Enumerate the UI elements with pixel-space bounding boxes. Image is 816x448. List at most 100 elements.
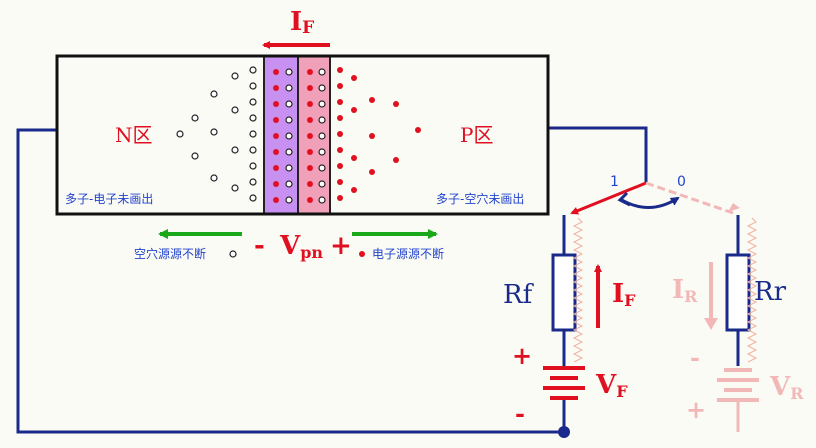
depletion-hole — [318, 116, 326, 124]
hole-dot — [191, 114, 199, 122]
hole-dot — [210, 90, 218, 98]
hole-dot — [249, 194, 257, 202]
depletion-electron — [307, 197, 313, 203]
hole-dot — [231, 72, 239, 80]
vf-minus: - — [515, 399, 525, 428]
electron-dot — [337, 147, 343, 153]
forward-branch: Rf IF + - VF — [503, 215, 636, 438]
depletion-hole — [285, 196, 293, 204]
resistor-rf — [551, 253, 577, 332]
depletion-electron — [307, 69, 313, 75]
switch-swing-arc — [621, 196, 680, 209]
battery-vf — [543, 366, 585, 400]
electron-dot — [351, 187, 357, 193]
depletion-hole — [318, 180, 326, 188]
electron-dot — [337, 131, 343, 137]
electron-dot — [393, 157, 399, 163]
resistor-rr — [725, 253, 751, 332]
depletion-ion — [273, 181, 279, 187]
hole-dot — [249, 162, 257, 170]
electron-dot — [337, 163, 343, 169]
hole-dot — [249, 98, 257, 106]
hole-dot — [191, 152, 199, 160]
depletion-hole — [285, 132, 293, 140]
junction-current-indicator: IF — [262, 7, 330, 49]
electron-dot — [369, 169, 375, 175]
electron-dot — [351, 75, 357, 81]
hole-marker — [229, 250, 237, 258]
depletion-hole — [318, 84, 326, 92]
hole-dot — [249, 130, 257, 138]
electron-dot — [337, 195, 343, 201]
electron-marker — [359, 251, 365, 257]
electron-dot — [415, 127, 421, 133]
hole-dot — [210, 174, 218, 182]
depletion-ion — [273, 197, 279, 203]
p-region-label: P区 — [460, 123, 493, 147]
vf-label: VF — [595, 370, 628, 401]
reverse-branch: Rr IR - + VR — [672, 215, 804, 432]
electron-dot — [393, 101, 399, 107]
depletion-hole — [285, 164, 293, 172]
depletion-electron — [307, 117, 313, 123]
depletion-hole — [285, 180, 293, 188]
depletion-ion — [273, 149, 279, 155]
depletion-ion — [273, 69, 279, 75]
vf-plus: + — [512, 341, 532, 370]
vr-plus: + — [686, 395, 706, 424]
junction-current-label: IF — [290, 7, 314, 38]
depletion-hole — [285, 116, 293, 124]
depletion-electron — [307, 149, 313, 155]
depletion-hole — [318, 164, 326, 172]
junction-node — [558, 426, 570, 438]
hole-dot — [249, 82, 257, 90]
right-flow-label: 电子源源不断 — [372, 246, 444, 261]
electron-dots — [307, 67, 421, 204]
electron-dot — [351, 107, 357, 113]
electron-dot — [337, 67, 343, 73]
if-label: IF — [612, 279, 636, 310]
hole-dot — [231, 106, 239, 114]
hole-dot — [176, 130, 184, 138]
hole-dot — [231, 146, 239, 154]
depletion-hole — [285, 100, 293, 108]
electron-dot — [351, 155, 357, 161]
rr-label: Rr — [754, 277, 787, 307]
electron-dot — [337, 83, 343, 89]
left-flow-label: 空穴源源不断 — [134, 246, 206, 261]
vr-minus: - — [690, 343, 700, 372]
p-majority-note: 多子-空穴未画出 — [436, 191, 524, 206]
depletion-ion — [273, 165, 279, 171]
vpn-plus: + — [330, 231, 352, 261]
vr-label: VR — [769, 372, 804, 403]
n-region-label: N区 — [115, 123, 153, 147]
depletion-electron — [307, 181, 313, 187]
depletion-ion — [273, 85, 279, 91]
switch-position-0 — [645, 181, 734, 215]
electron-dot — [337, 179, 343, 185]
switch-blade — [570, 181, 647, 215]
hole-dot — [210, 128, 218, 136]
depletion-electron — [307, 133, 313, 139]
depletion-hole — [318, 68, 326, 76]
depletion-hole — [318, 196, 326, 204]
depletion-ion — [273, 133, 279, 139]
hole-dot — [249, 146, 257, 154]
depletion-hole — [285, 84, 293, 92]
depletion-hole — [285, 148, 293, 156]
carrier-flow: 空穴源源不断 电子源源不断 - Vpn + — [134, 229, 444, 262]
depletion-hole — [285, 68, 293, 76]
selector-switch: 1 0 — [570, 174, 740, 215]
switch-label-0: 0 — [677, 174, 686, 190]
depletion-hole — [318, 132, 326, 140]
ir-label: IR — [672, 275, 698, 306]
electron-dot — [337, 115, 343, 121]
depletion-electron — [307, 165, 313, 171]
electron-dot — [369, 133, 375, 139]
electron-dot — [337, 99, 343, 105]
depletion-hole — [318, 148, 326, 156]
depletion-ion — [273, 117, 279, 123]
hole-dot — [249, 114, 257, 122]
hole-dot — [249, 178, 257, 186]
